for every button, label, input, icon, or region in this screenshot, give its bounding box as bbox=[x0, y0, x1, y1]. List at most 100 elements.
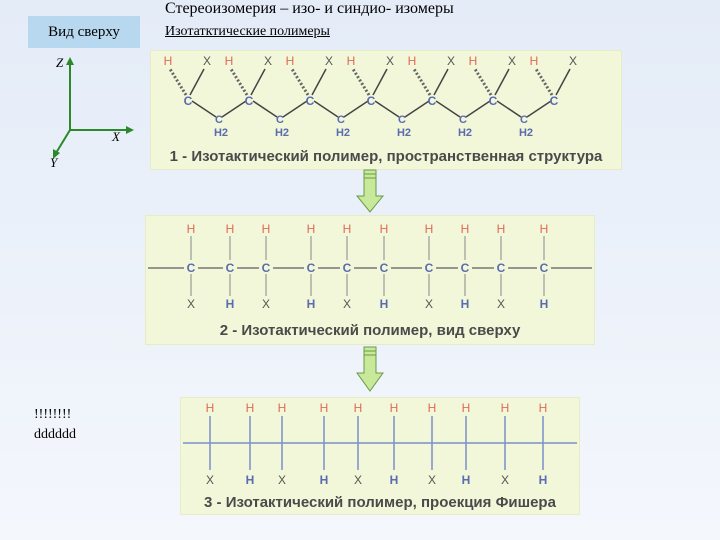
hydrogen-atom: H bbox=[286, 54, 295, 68]
z-axis-label: Z bbox=[56, 55, 64, 70]
chain-bond bbox=[404, 100, 430, 118]
slide-title: Стереоизомерия – изо- и синдио- изомеры bbox=[165, 0, 454, 17]
down-arrow-2 bbox=[356, 346, 384, 392]
carbon-atom: C bbox=[184, 94, 193, 108]
bottom-atom: X bbox=[501, 473, 509, 487]
ch2-hydrogens: H2 bbox=[336, 127, 350, 139]
chain-bond bbox=[252, 100, 278, 118]
top-atom: H bbox=[320, 401, 329, 415]
bottom-atom: H bbox=[320, 473, 329, 487]
atom-bg bbox=[537, 260, 551, 274]
ch2-carbon: C bbox=[337, 114, 345, 126]
bottom-atom: X bbox=[343, 297, 351, 311]
note-line-2: dddddd bbox=[34, 427, 76, 442]
chain-bond bbox=[435, 100, 461, 118]
top-atom: H bbox=[206, 401, 215, 415]
top-atom: H bbox=[540, 222, 549, 236]
carbon-atom: C bbox=[262, 261, 271, 275]
chain-bond bbox=[496, 100, 522, 118]
carbon-atom: C bbox=[461, 261, 470, 275]
carbon-atom: C bbox=[489, 94, 498, 108]
wedge-bond bbox=[372, 68, 388, 96]
hashed-bond bbox=[534, 68, 554, 96]
ch2-carbon: C bbox=[398, 114, 406, 126]
x-axis-label: X bbox=[111, 129, 121, 144]
atom-bg bbox=[223, 260, 237, 274]
coordinate-axes: Z X Y bbox=[50, 55, 134, 170]
bottom-atom: X bbox=[262, 297, 270, 311]
atom-bg bbox=[494, 260, 508, 274]
slide-subtitle: Изотатктические полимеры bbox=[165, 24, 330, 39]
hashed-bond bbox=[290, 68, 310, 96]
top-atom: H bbox=[501, 401, 510, 415]
hydrogen-atom: H bbox=[164, 54, 173, 68]
chain-bond bbox=[282, 100, 308, 118]
chain-bond bbox=[221, 100, 247, 118]
panel1-caption: 1 - Изотактический полимер, пространстве… bbox=[169, 148, 603, 165]
top-atom: H bbox=[262, 222, 271, 236]
bottom-atom: X bbox=[187, 297, 195, 311]
ch2-hydrogens: H2 bbox=[458, 127, 472, 139]
carbon-atom: C bbox=[187, 261, 196, 275]
bottom-atom: H bbox=[246, 473, 255, 487]
top-atom: H bbox=[425, 222, 434, 236]
chain-bond bbox=[191, 100, 217, 118]
carbon-atom: C bbox=[425, 261, 434, 275]
substituent-x: X bbox=[569, 54, 577, 68]
carbon-atom: C bbox=[226, 261, 235, 275]
top-atom: H bbox=[246, 401, 255, 415]
hashed-bond bbox=[473, 68, 493, 96]
bottom-atom: H bbox=[380, 297, 389, 311]
top-atom: H bbox=[380, 222, 389, 236]
bottom-atom: X bbox=[278, 473, 286, 487]
bottom-atom: X bbox=[354, 473, 362, 487]
wedge-bond bbox=[555, 68, 571, 96]
top-atom: H bbox=[428, 401, 437, 415]
top-atom: H bbox=[390, 401, 399, 415]
carbon-atom: C bbox=[540, 261, 549, 275]
atom-bg bbox=[184, 260, 198, 274]
carbon-atom: C bbox=[367, 94, 376, 108]
ch2-carbon: C bbox=[459, 114, 467, 126]
carbon-atom: C bbox=[428, 94, 437, 108]
top-atom: H bbox=[278, 401, 287, 415]
atom-bg bbox=[340, 260, 354, 274]
bottom-atom: H bbox=[390, 473, 399, 487]
carbon-atom: C bbox=[307, 261, 316, 275]
ch2-hydrogens: H2 bbox=[275, 127, 289, 139]
carbon-atom: C bbox=[306, 94, 315, 108]
bottom-atom: H bbox=[226, 297, 235, 311]
bottom-atom: H bbox=[540, 297, 549, 311]
atom-bg bbox=[304, 260, 318, 274]
chain-bond bbox=[343, 100, 369, 118]
hashed-bond bbox=[351, 68, 371, 96]
bottom-atom: X bbox=[497, 297, 505, 311]
substituent-x: X bbox=[386, 54, 394, 68]
atom-bg bbox=[377, 260, 391, 274]
ch2-hydrogens: H2 bbox=[519, 127, 533, 139]
top-atom: H bbox=[462, 401, 471, 415]
bottom-atom: X bbox=[206, 473, 214, 487]
hashed-bond bbox=[412, 68, 432, 96]
top-atom: H bbox=[497, 222, 506, 236]
ch2-carbon: C bbox=[520, 114, 528, 126]
ch2-hydrogens: H2 bbox=[397, 127, 411, 139]
panel3-caption: 3 - Изотактический полимер, проекция Фиш… bbox=[204, 494, 556, 511]
carbon-atom: C bbox=[497, 261, 506, 275]
panel2-caption: 2 - Изотактический полимер, вид сверху bbox=[219, 322, 521, 339]
wedge-bond bbox=[189, 68, 205, 96]
top-atom: H bbox=[307, 222, 316, 236]
wedge-bond bbox=[311, 68, 327, 96]
wedge-bond bbox=[494, 68, 510, 96]
down-arrow-1 bbox=[355, 169, 385, 213]
view-label: Вид сверху bbox=[28, 16, 140, 48]
top-atom: H bbox=[226, 222, 235, 236]
atom-bg bbox=[259, 260, 273, 274]
ch2-carbon: C bbox=[215, 114, 223, 126]
